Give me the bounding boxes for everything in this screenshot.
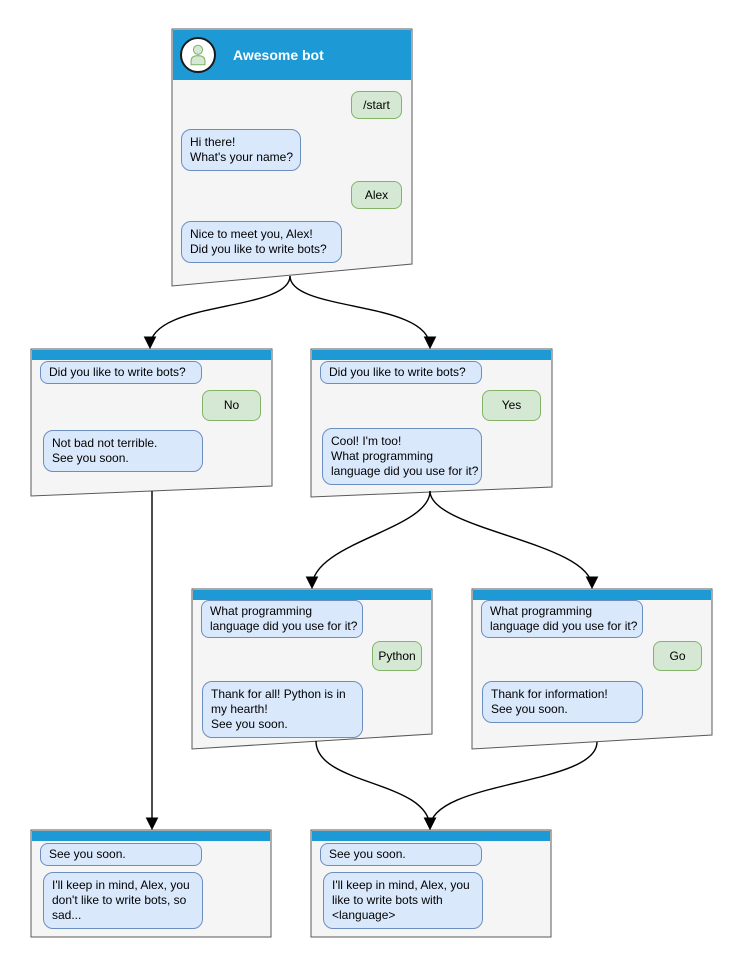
edge-go-to-end (423, 741, 598, 831)
header-strip-go-branch (473, 590, 711, 600)
bot-message-bubble: Did you like to write bots? (320, 361, 482, 384)
edge-root-to-yes (289, 275, 437, 350)
bot-message-bubble: What programming language did you use fo… (481, 600, 643, 638)
bot-message-bubble: Thank for all! Python is in my hearth! S… (202, 681, 363, 738)
edge-yes-to-go (429, 490, 599, 590)
user-message-bubble: Go (653, 641, 702, 671)
chat-header: Awesome bot (173, 30, 411, 80)
header-strip-no-branch (32, 350, 271, 360)
user-message-bubble: Python (372, 641, 422, 671)
bot-message-bubble: I'll keep in mind, Alex, you like to wri… (323, 872, 483, 929)
edge-python-to-end (315, 740, 437, 831)
bot-message-bubble: Thank for information! See you soon. (482, 681, 643, 723)
header-strip-python-branch (193, 590, 431, 600)
bot-message-bubble: Hi there! What's your name? (181, 129, 301, 171)
person-icon (190, 44, 206, 66)
bot-message-bubble: I'll keep in mind, Alex, you don't like … (43, 872, 203, 929)
edge-root-to-no (143, 275, 291, 350)
user-message-bubble: Alex (351, 181, 402, 209)
bot-message-bubble: What programming language did you use fo… (201, 600, 363, 638)
bot-title: Awesome bot (233, 47, 324, 63)
bot-message-bubble: See you soon. (320, 843, 482, 866)
user-message-bubble: No (202, 390, 261, 421)
header-strip-end-no (32, 831, 270, 841)
user-message-bubble: /start (351, 91, 402, 119)
user-message-bubble: Yes (482, 390, 541, 421)
bot-message-bubble: Nice to meet you, Alex! Did you like to … (181, 221, 342, 263)
bot-message-bubble: Did you like to write bots? (40, 361, 202, 384)
header-strip-end-language (312, 831, 550, 841)
edge-yes-to-python (305, 490, 431, 590)
bot-message-bubble: See you soon. (40, 843, 202, 866)
bot-avatar (180, 37, 216, 73)
bot-message-bubble: Not bad not terrible. See you soon. (43, 430, 203, 472)
header-strip-yes-branch (312, 350, 551, 360)
bot-message-bubble: Cool! I'm too! What programming language… (322, 428, 482, 485)
